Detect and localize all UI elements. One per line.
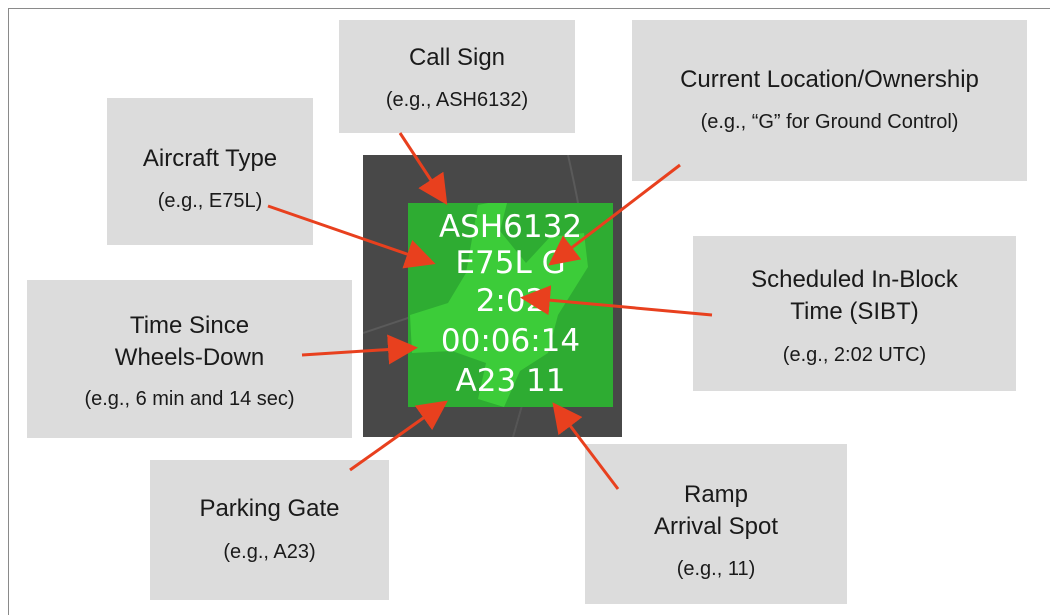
callout-title: Call Sign [408,44,506,71]
callout-title: Current Location/Ownership [680,66,979,93]
callout-example: (e.g., 6 min and 14 sec) [84,388,295,410]
callout-example: (e.g., “G” for Ground Control) [700,111,959,133]
frame-border-top [8,8,1050,9]
callout-sibt: Scheduled In-Block Time (SIBT) (e.g., 2:… [693,236,1016,391]
callout-title: Aircraft Type [142,145,278,172]
callout-call-sign: Call Sign (e.g., ASH6132) [339,20,575,133]
datablock-type-location: E75L G [455,245,566,281]
datablock-call-sign: ASH6132 [438,209,583,245]
callout-title-line2: Wheels-Down [114,344,265,371]
aircraft-datablock[interactable]: ASH6132 E75L G 2:02 00:06:14 A23 11 [408,203,613,407]
callout-ramp-arrival-spot: Ramp Arrival Spot (e.g., 11) [585,444,847,604]
frame-border-left [8,8,9,615]
datablock-gate-spot: A23 11 [455,363,566,399]
callout-time-since-wheels-down: Time Since Wheels-Down (e.g., 6 min and … [27,280,352,438]
callout-current-location: Current Location/Ownership (e.g., “G” fo… [632,20,1027,181]
callout-example: (e.g., 2:02 UTC) [782,344,927,366]
callout-title: Parking Gate [199,495,340,522]
datablock-sibt: 2:02 [475,283,546,319]
callout-title-line1: Scheduled In-Block [751,266,958,293]
callout-parking-gate: Parking Gate (e.g., A23) [150,460,389,600]
callout-example: (e.g., E75L) [157,190,263,212]
aircraft-symbol-panel: ASH6132 E75L G 2:02 00:06:14 A23 11 [363,155,622,437]
callout-title-line1: Time Since [129,312,250,339]
callout-title-line2: Arrival Spot [653,513,779,540]
datablock-time-since-wheels-down: 00:06:14 [440,323,581,359]
aircraft-icon [410,203,588,407]
callout-aircraft-type: Aircraft Type (e.g., E75L) [107,98,313,245]
callout-example: (e.g., 11) [676,558,756,580]
callout-example: (e.g., ASH6132) [385,89,529,111]
callout-example: (e.g., A23) [223,541,316,563]
callout-title-line1: Ramp [683,481,749,508]
callout-title-line2: Time (SIBT) [790,298,919,325]
